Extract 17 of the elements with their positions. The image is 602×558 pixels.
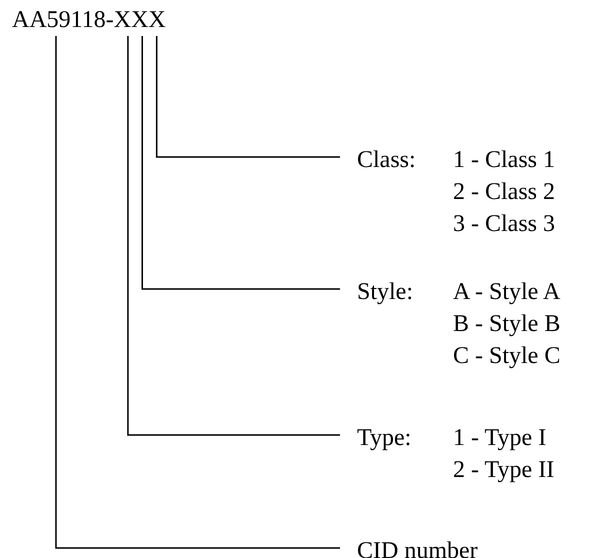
leader-line — [55, 36, 340, 549]
option-text: C - Style C — [453, 342, 560, 371]
part-number: AA59118-XXX — [12, 6, 166, 35]
option-text: 1 - Type I — [453, 424, 548, 453]
field-heading: Class: — [357, 146, 417, 175]
field-heading: Style: — [357, 278, 414, 307]
field-heading: Type: — [357, 424, 412, 453]
leader-line — [127, 36, 340, 436]
option-text: 1 - Class 1 — [453, 146, 555, 175]
option-text: A - Style A — [453, 278, 560, 307]
option-text: 3 - Class 3 — [453, 210, 555, 239]
option-text: B - Style B — [453, 310, 560, 339]
field-name: CID number — [357, 537, 478, 558]
option-text: 2 - Type II — [453, 456, 554, 485]
leader-line — [156, 36, 340, 158]
option-text: 2 - Class 2 — [453, 178, 555, 207]
leader-line — [142, 36, 340, 290]
